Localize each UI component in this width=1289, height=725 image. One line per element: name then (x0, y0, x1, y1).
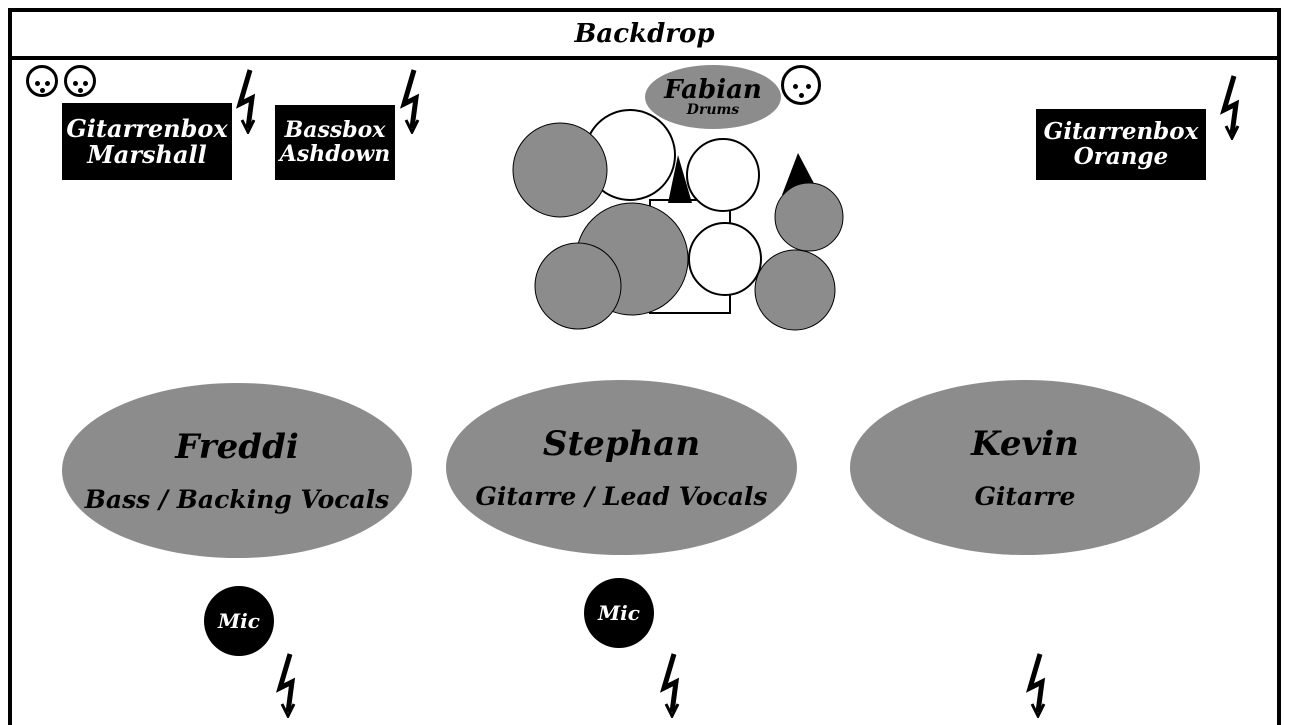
amp-box-line: Orange (1073, 142, 1169, 170)
power-bolt-icon (236, 69, 256, 134)
power-bolt-icon (400, 69, 420, 134)
amp-box-marshall: Gitarrenbox Marshall (62, 103, 232, 180)
power-bolt-icon (1220, 75, 1240, 140)
power-bolt-icon (1026, 653, 1046, 718)
xlr-connector-icon (64, 65, 96, 97)
snare-drum (688, 222, 762, 296)
amp-box-line: Bassbox (284, 117, 386, 144)
stage-plot: Backdrop (8, 8, 1281, 725)
drummer-label: Fabian Drums (645, 65, 781, 129)
cymbal (774, 182, 844, 252)
drummer-role: Drums (686, 102, 740, 118)
amp-box-ashdown: Bassbox Ashdown (275, 105, 395, 180)
amp-box-line: Gitarrenbox (1043, 118, 1199, 146)
xlr-connector-icon (781, 65, 821, 105)
performer-role: Gitarre (974, 482, 1076, 511)
backdrop-label: Backdrop (12, 12, 1277, 60)
performer-kevin: Kevin Gitarre (850, 380, 1200, 555)
cymbal (754, 249, 836, 331)
performer-name: Kevin (971, 424, 1079, 464)
performer-name: Stephan (542, 424, 701, 464)
floor-tom (686, 138, 760, 212)
power-bolt-icon (276, 653, 296, 718)
amp-box-line: Gitarrenbox (66, 114, 228, 144)
drummer-name: Fabian (664, 75, 762, 105)
drum-kit (512, 109, 844, 331)
amp-box-orange: Gitarrenbox Orange (1036, 109, 1206, 180)
amp-box-line: Ashdown (279, 140, 391, 167)
mic-icon: Mic (584, 578, 654, 648)
cymbal (534, 242, 622, 330)
cymbal-stand (668, 155, 692, 203)
xlr-connector-icon (26, 65, 58, 97)
performer-role: Gitarre / Lead Vocals (475, 482, 768, 511)
amp-box-line: Marshall (87, 139, 207, 169)
performer-stephan: Stephan Gitarre / Lead Vocals (446, 380, 797, 555)
power-bolt-icon (660, 653, 680, 718)
mic-icon: Mic (204, 586, 274, 656)
performer-role: Bass / Backing Vocals (84, 485, 390, 514)
performer-name: Freddi (175, 427, 299, 467)
performer-freddi: Freddi Bass / Backing Vocals (62, 383, 412, 558)
cymbal (512, 122, 608, 218)
